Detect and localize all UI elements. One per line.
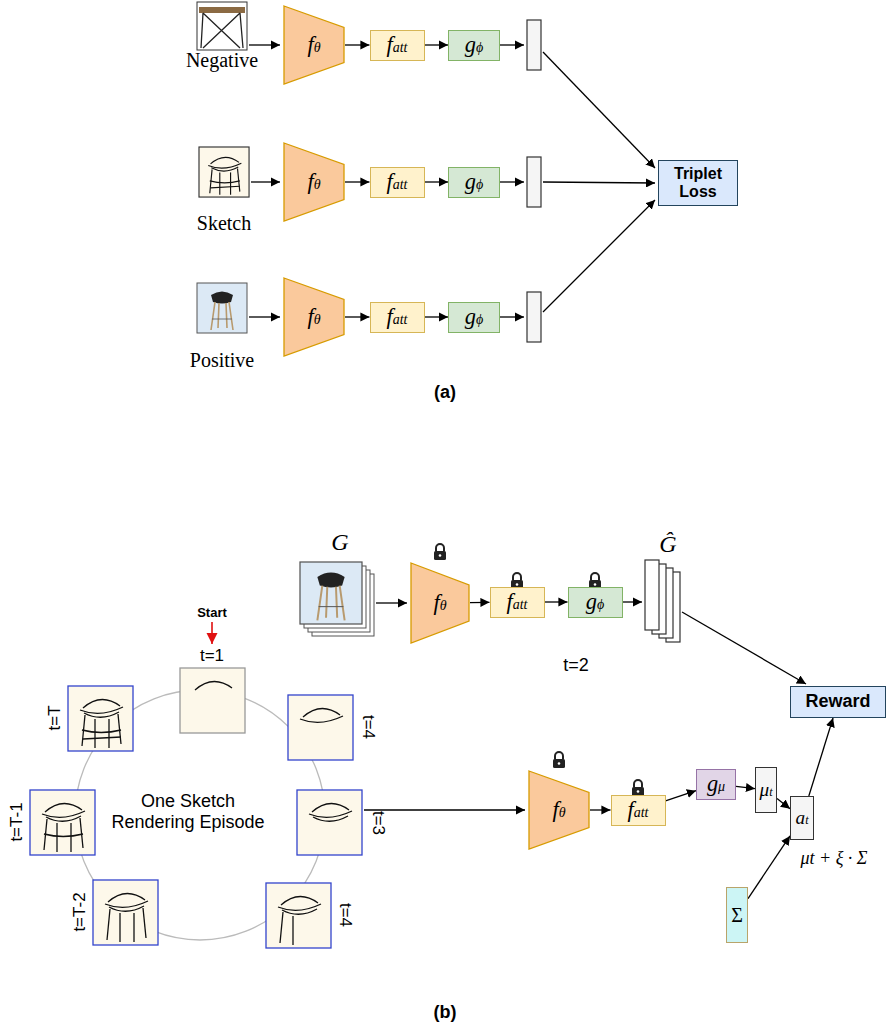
node-text: gϕ <box>465 33 483 58</box>
math-formula: μt + ξ · Σ <box>800 848 867 869</box>
trapezoid-shape <box>284 6 344 84</box>
sigma-vector: Σ <box>726 887 748 943</box>
embedding-vectors <box>527 20 541 342</box>
time-step: t=4 <box>335 903 355 927</box>
node-text: fatt <box>627 798 648 823</box>
image-caption: Negative <box>186 49 258 72</box>
action-vector: at <box>790 796 814 840</box>
flow-arrow <box>736 786 755 788</box>
trapezoid-shape <box>529 771 589 849</box>
attention-box: fatt <box>370 302 425 333</box>
time-step: t=4 <box>358 715 378 739</box>
node-text: at <box>796 807 809 828</box>
attention-box: fatt <box>370 30 425 61</box>
flow-arrow <box>345 44 370 45</box>
node-text: fθ <box>307 305 320 330</box>
sketch-frames <box>30 668 362 948</box>
panel-label: (b) <box>434 1002 457 1023</box>
trapezoid-shape <box>411 563 469 643</box>
node-text: fatt <box>386 305 407 330</box>
math-symbol: G <box>331 529 348 557</box>
node-text: Triplet Loss <box>662 165 734 200</box>
flow-arrow <box>666 791 697 801</box>
flow-arrow <box>470 602 490 604</box>
node-text: fθ <box>552 798 565 823</box>
flow-arrow <box>425 44 449 45</box>
table-photo <box>197 2 247 50</box>
flow-arrows <box>249 45 655 317</box>
time-step: t=T <box>45 705 65 730</box>
trapezoid-shape <box>284 143 344 221</box>
time-step: t=T-2 <box>70 892 90 931</box>
encoder-trapezoid: fθ <box>283 277 345 357</box>
frozen-locks <box>434 544 644 796</box>
flow-arrow <box>809 718 833 796</box>
mean-vector: μt <box>755 767 777 813</box>
loss-box: Triplet Loss <box>658 160 738 206</box>
time-step: t=T-1 <box>7 802 27 841</box>
flow-arrow <box>345 181 370 182</box>
gallery-stack <box>300 562 374 636</box>
attention-box: fatt <box>490 587 545 618</box>
node-text: gμ <box>707 772 725 797</box>
attention-box: fatt <box>611 795 666 826</box>
time-step: t=2 <box>563 655 589 676</box>
projection-box: gϕ <box>448 167 500 198</box>
node-text: fθ <box>307 170 320 195</box>
time-step: t=3 <box>368 811 388 835</box>
flow-arrow <box>777 799 790 809</box>
start-label: Start <box>197 606 227 621</box>
encoder-trapezoid: fθ <box>410 562 470 644</box>
panel-label: (a) <box>434 382 456 403</box>
attention-box: fatt <box>370 167 425 198</box>
encoder-trapezoid: fθ <box>283 142 345 222</box>
stool-photo <box>197 283 247 333</box>
start-arrow <box>211 622 213 644</box>
policy-head-box: gμ <box>696 769 736 800</box>
projection-box: gϕ <box>448 302 500 333</box>
image-caption: Sketch <box>197 212 251 235</box>
image-caption: Positive <box>190 349 254 372</box>
sketch-image <box>199 147 249 197</box>
encoder-trapezoid: fθ <box>283 5 345 85</box>
flow-arrow <box>345 316 370 317</box>
node-text: Σ <box>731 904 743 926</box>
flow-arrow <box>590 809 611 810</box>
trapezoid-shape <box>284 278 344 356</box>
node-text: fatt <box>386 170 407 195</box>
encoder-trapezoid: fθ <box>528 770 590 850</box>
flow-arrow <box>545 601 568 602</box>
node-text: fθ <box>433 591 446 616</box>
node-text: gϕ <box>465 305 483 330</box>
node-text: gϕ <box>586 590 604 615</box>
reward-box: Reward <box>790 686 886 718</box>
node-text: fatt <box>386 33 407 58</box>
node-text: gϕ <box>465 170 483 195</box>
node-text: fatt <box>506 590 527 615</box>
time-step: t=1 <box>200 646 224 666</box>
episode-label: One Sketch Rendering Episode <box>108 791 268 832</box>
projection-box: gϕ <box>568 587 623 618</box>
math-symbol: Ĝ <box>659 531 676 559</box>
flow-arrow <box>748 836 790 899</box>
node-text: fθ <box>307 33 320 58</box>
flow-arrow <box>425 316 449 317</box>
projection-box: gϕ <box>448 30 500 61</box>
node-text: μt <box>760 779 773 800</box>
node-text: Reward <box>805 692 870 712</box>
flow-arrow <box>425 181 449 182</box>
gallery-embeddings <box>645 560 680 642</box>
